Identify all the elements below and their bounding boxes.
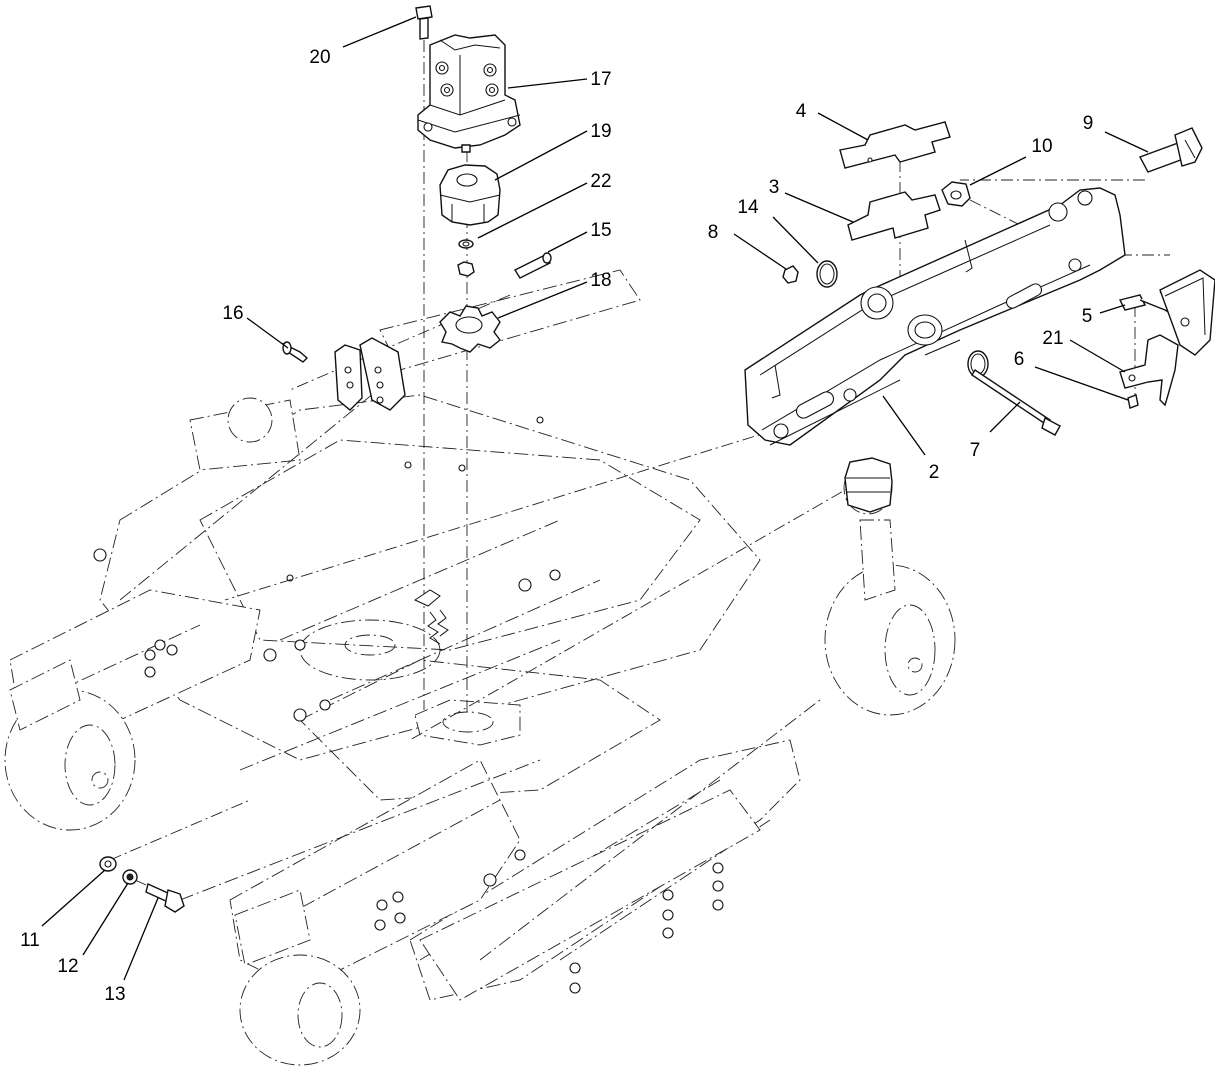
- hydraulic-motor: [417, 34, 521, 153]
- nut: [941, 181, 971, 207]
- mower-deck-phantom: [4, 269, 956, 1066]
- callout-10: 10: [1031, 136, 1052, 157]
- screw: [1127, 394, 1139, 409]
- callout-3: 3: [769, 177, 780, 198]
- callout-4: 4: [796, 101, 807, 122]
- callout-17: 17: [590, 69, 611, 90]
- callout-15: 15: [590, 220, 611, 241]
- callout-22: 22: [590, 171, 611, 192]
- callout-11: 11: [20, 930, 40, 951]
- callout-7: 7: [970, 440, 981, 461]
- plate: [839, 121, 951, 169]
- right-caster-bell: [844, 457, 893, 513]
- callout-6: 6: [1014, 349, 1025, 370]
- bolt: [1139, 127, 1203, 173]
- spindle-nut: [457, 261, 475, 277]
- latch-pin: [1118, 269, 1215, 356]
- callout-14: 14: [737, 197, 759, 218]
- deck-brackets: [334, 337, 406, 411]
- cotter-pin: [282, 341, 309, 363]
- callout-9: 9: [1083, 113, 1094, 134]
- pad: [847, 191, 941, 241]
- deck-holes: [93, 416, 724, 994]
- callout-5: 5: [1082, 306, 1093, 327]
- callout-19: 19: [590, 121, 611, 142]
- coupler-housing: [439, 164, 501, 226]
- callout-2: 2: [929, 462, 940, 483]
- washer: [458, 239, 474, 249]
- callout-20: 20: [309, 47, 330, 68]
- long-pin: [971, 369, 1061, 436]
- pin: [513, 252, 552, 279]
- callout-8: 8: [708, 222, 719, 243]
- small-nut: [782, 265, 799, 284]
- callouts: 20 17 19 22 15 18 16 4 3 10 9 8 14 5 21 …: [20, 47, 1093, 1005]
- top-bolt: [415, 5, 433, 40]
- callout-16: 16: [222, 303, 243, 324]
- leader-lines: [41, 16, 1149, 981]
- lower-hardware: [99, 856, 185, 913]
- callout-13: 13: [104, 984, 125, 1005]
- spider-coupling: [439, 305, 501, 353]
- callout-21: 21: [1042, 328, 1063, 349]
- callout-12: 12: [57, 956, 78, 977]
- retaining-ring: [816, 260, 838, 288]
- pivot-frame: [744, 187, 1126, 446]
- bracket: [1119, 334, 1179, 407]
- spring: [413, 589, 449, 645]
- callout-18: 18: [590, 270, 611, 291]
